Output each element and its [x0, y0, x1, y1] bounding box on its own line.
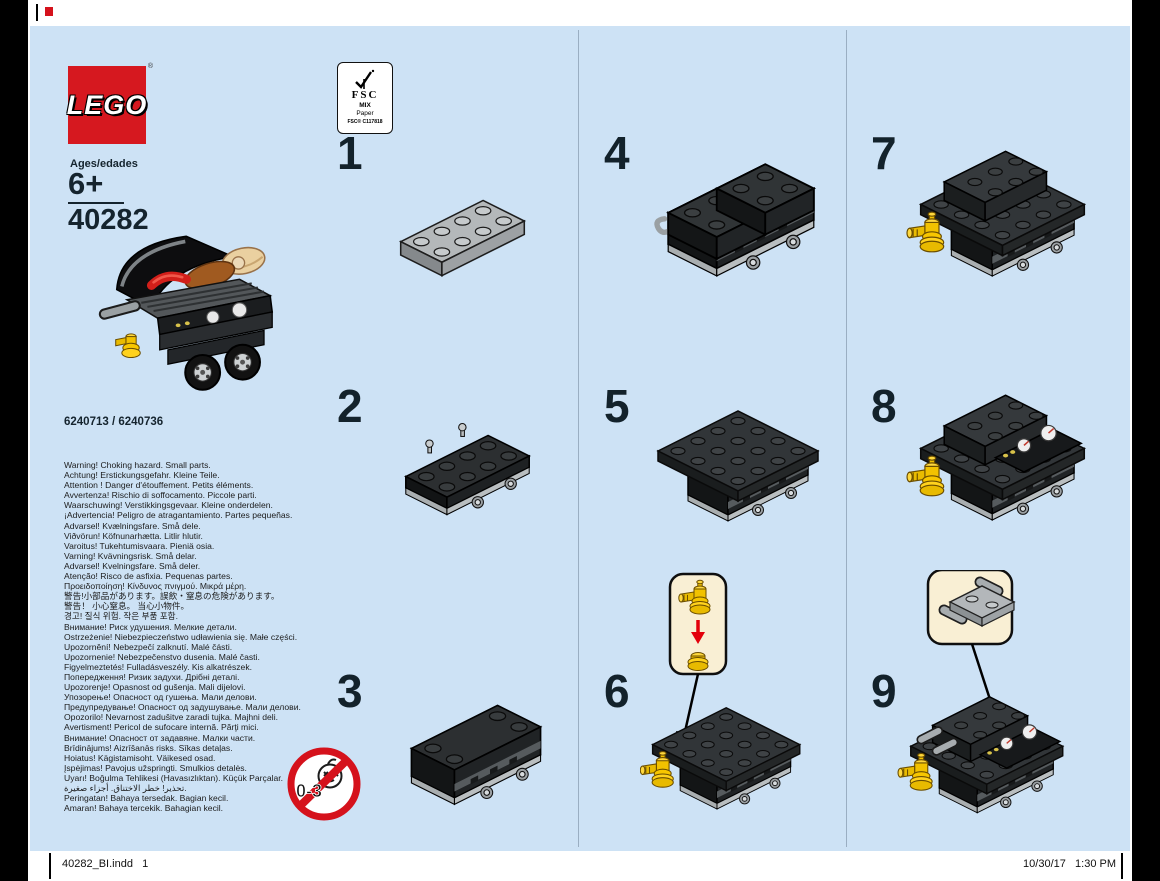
clip-piece — [654, 216, 673, 236]
age-0-3-prohibition-icon: 0-3 — [287, 747, 361, 821]
fsc-acronym: FSC — [351, 89, 379, 101]
step-number-7: 7 — [871, 127, 897, 179]
warning-line: Brīdinājums! Aizrīšanās risks. Sīkas det… — [64, 742, 233, 753]
warning-line: Προειδοποίηση! Κίνδυνος πνιγμού. Μικρά μ… — [64, 581, 247, 592]
finished-assembly — [897, 696, 1064, 814]
crop-mark-bottom-left — [49, 853, 51, 879]
warning-line: ¡Advertencia! Peligro de atragantamiento… — [64, 510, 293, 521]
warning-line: Waarschuwing! Verstikkingsgevaar. Kleine… — [64, 500, 273, 511]
registration-mark — [45, 7, 53, 16]
step-number-2: 2 — [337, 380, 363, 432]
lego-logo: LEGO ® — [66, 63, 153, 144]
warning-line: Achtung! Erstickungsgefahr. Kleine Teile… — [64, 470, 220, 481]
divider-rule — [68, 202, 124, 204]
step-7-illustration — [906, 150, 1086, 277]
product-image-bbq-grill-cart — [98, 235, 274, 391]
choking-warning-block: Warning! Choking hazard. Small parts. Ac… — [64, 460, 354, 813]
right-black-bleed-bar — [1132, 0, 1160, 881]
step-number-5: 5 — [604, 380, 630, 432]
warning-line: Upozorenje! Opasnost od gušenja. Mali di… — [64, 682, 246, 693]
age-mark-text: 0-3 — [296, 781, 322, 801]
cart-body — [159, 311, 273, 351]
column-divider-2 — [846, 30, 847, 847]
warning-line: Upozornenie! Nebezpečenstvo dusenia. Mal… — [64, 651, 260, 662]
warning-line: Внимание! Риск удушения. Мелкие детали. — [64, 621, 237, 632]
warning-line: Peringatan! Bahaya tersedak. Bagian keci… — [64, 793, 229, 804]
warning-line: Avvertenza! Rischio di soffocamento. Pic… — [64, 490, 257, 501]
ages-label: Ages/edades — [70, 158, 138, 170]
warning-line: Figyelmeztetés! Fulladásveszély. Kis alk… — [64, 661, 253, 672]
gauge — [206, 310, 220, 324]
warning-line: 警告！ 小心窒息。 当心小物件。 — [64, 601, 190, 612]
lego-logo-text: LEGO — [66, 89, 148, 120]
trademark-symbol: ® — [147, 63, 153, 70]
warning-line: Amaran! Bahaya tercekik. Bahagian kecil. — [64, 803, 224, 814]
set-number: 40282 — [68, 204, 149, 236]
crop-mark-bottom-right — [1121, 853, 1123, 879]
warning-line: Advarsel! Kvælningsfare. Små dele. — [64, 520, 201, 531]
warning-line: Opozorilo! Nevarnost zadušitve zaradi tu… — [64, 712, 278, 723]
grill-lid-rim — [120, 239, 186, 287]
step-5-illustration — [657, 410, 819, 522]
warning-line: Hoiatus! Kägistamisoht. Väikesed osad. — [64, 752, 216, 763]
fsc-tree-icon — [355, 69, 375, 89]
step-6-illustration — [640, 572, 801, 810]
step-4-illustration — [654, 163, 815, 277]
fsc-paper: Paper — [356, 110, 374, 118]
step-9-illustration — [897, 570, 1064, 814]
step-1-illustration — [399, 199, 526, 277]
warning-line: Warning! Choking hazard. Small parts. — [64, 460, 211, 470]
step-number-6: 6 — [604, 665, 630, 717]
warning-line: Ostrzeżenie! Niebezpieczeństwo udławieni… — [64, 631, 298, 642]
crop-mark-top — [36, 4, 38, 21]
fsc-label: FSC MIX Paper FSC® C117818 — [337, 62, 393, 134]
fsc-license: FSC® C117818 — [347, 118, 383, 125]
assembly-with-tap — [640, 707, 801, 810]
warning-line: 警告!小部品があります。誤飲・窒息の危険があります。 — [64, 591, 280, 602]
print-timestamp: 10/30/17 1:30 PM — [1023, 858, 1116, 870]
warning-line: Advarsel! Kvelningsfare. Små deler. — [64, 560, 201, 571]
warning-line: Varning! Kvävningsrisk. Små delar. — [64, 550, 197, 561]
warning-line: Предупредување! Опасност од задушување. … — [64, 702, 301, 713]
warning-line: Atenção! Risco de asfixia. Pequenas part… — [64, 571, 233, 582]
wheel — [184, 353, 222, 391]
step-number-3: 3 — [337, 665, 363, 717]
black-arrow — [682, 673, 700, 737]
warning-line: Įspėjimas! Pavojus užspringti. Smulkios … — [64, 762, 247, 773]
step-3-illustration — [410, 704, 542, 806]
warning-line: 경고! 질식 위험. 작은 부품 포함. — [64, 611, 178, 622]
warning-line: Varoitus! Tukehtumisvaara. Pieniä osia. — [64, 540, 215, 551]
print-file-name: 40282_BI.indd 1 — [62, 858, 149, 870]
age-recommendation: 6+ — [68, 166, 104, 201]
warning-line: Попередження! Ризик задухи. Дрібні детал… — [64, 671, 240, 682]
element-ids: 6240713 / 6240736 — [64, 416, 164, 428]
warning-line: Attention ! Danger d'étouffement. Petits… — [64, 480, 254, 491]
step-number-9: 9 — [871, 665, 897, 717]
left-black-bleed-bar — [0, 0, 28, 881]
step-number-8: 8 — [871, 380, 897, 432]
fsc-mix: MIX — [359, 102, 371, 109]
wheel — [224, 343, 261, 381]
warning-line: Avertisment! Pericol de sufocare internă… — [64, 722, 259, 733]
warning-line: Viðvörun! Köfnunarhætta. Litlir hlutir. — [64, 530, 203, 541]
step-number-1: 1 — [337, 127, 363, 179]
warning-line: تحذير! خطر الاختناق. أجزاء صغيرة. — [64, 783, 187, 793]
gauge — [231, 302, 248, 318]
column-divider-1 — [578, 30, 579, 847]
step-2-illustration — [405, 422, 530, 516]
warning-line: Упозорење! Опасност од гушења. Мали дело… — [64, 692, 257, 703]
step-number-4: 4 — [604, 127, 630, 179]
warning-line: Upozornění! Nebezpečí zalknutí. Malé čás… — [64, 641, 233, 652]
warning-line: Внимание! Опасност от задавяне. Малки ча… — [64, 732, 256, 743]
gas-tap — [115, 333, 141, 359]
step-8-illustration — [906, 394, 1086, 521]
warning-line: Uyarı! Boğulma Tehlikesi (Havasızlıktan)… — [64, 772, 284, 783]
